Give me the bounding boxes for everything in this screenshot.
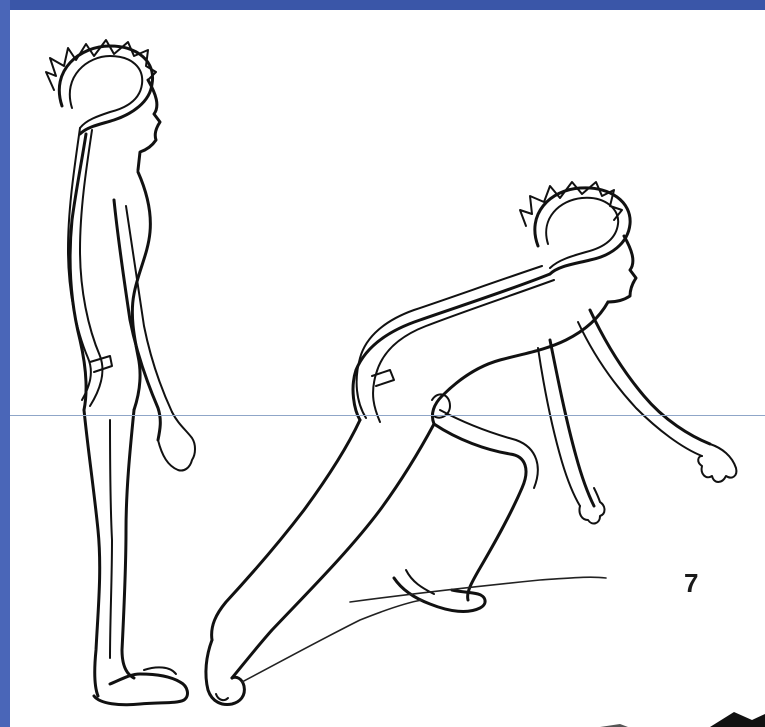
standing-hand	[158, 412, 195, 471]
ground-line-lower	[242, 600, 422, 682]
crouching-face	[608, 236, 636, 302]
figure-number: 7	[684, 570, 698, 596]
standing-back	[70, 134, 86, 410]
crouching-figure	[206, 182, 736, 704]
crouching-hand-front	[698, 444, 736, 482]
horizontal-guide-line	[10, 415, 765, 416]
standing-brain	[59, 46, 152, 134]
crouching-torso	[432, 302, 608, 424]
crouching-leg-back	[212, 420, 360, 640]
standing-leg-back	[84, 410, 100, 696]
ground-line-upper	[350, 577, 606, 602]
top-frame-bar	[0, 0, 765, 10]
corner-arrow-shape	[710, 712, 765, 727]
crouching-hand-back	[579, 488, 604, 523]
crouching-leg-front	[434, 424, 526, 600]
standing-leg-front	[122, 410, 134, 678]
crouching-arm-back	[550, 340, 594, 506]
crouching-back	[353, 274, 550, 420]
left-frame-bar	[0, 0, 10, 727]
standing-figure	[46, 40, 195, 705]
standing-feet	[94, 674, 187, 705]
standing-front	[132, 172, 150, 410]
crouching-arm-front	[590, 310, 710, 444]
spine-evolution-illustration	[10, 10, 765, 727]
